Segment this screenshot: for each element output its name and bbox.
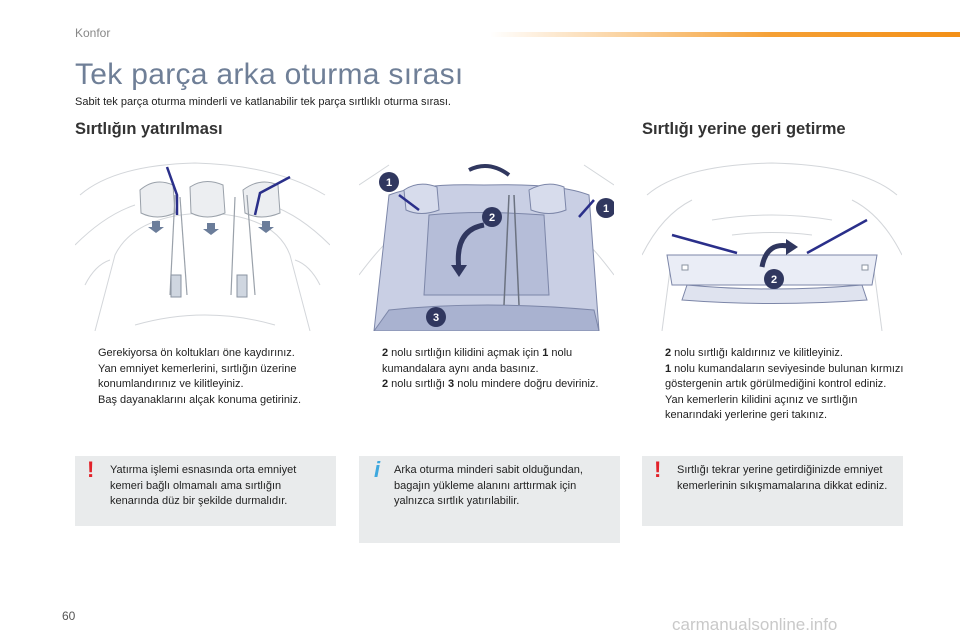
list-item: 2 nolu sırtlığı kaldırınız ve kilitleyin… [665,347,843,359]
page-number: 60 [62,609,76,623]
heading-folding: Sırtlığın yatırılması [75,120,223,138]
page-subtitle: Sabit tek parça oturma minderli ve katla… [75,96,451,108]
warning-note-col3: ! Sırtlığı tekrar yerine getirdiğinizde … [642,456,903,526]
section-label: Konfor [75,26,111,40]
header-accent-bar [490,32,960,37]
warning-text: Yatırma işlemi esnasında orta emniyet ke… [110,464,297,507]
warning-icon: ! [654,457,662,482]
callout-2: 2 [489,212,495,224]
heading-restoring: Sırtlığı yerine geri getirme [642,120,846,138]
info-text: Arka oturma minderi sabit olduğundan, ba… [394,464,583,507]
callout-1-right: 1 [603,203,609,215]
list-item: 1 nolu kumandaların seviyesinde bulunan … [665,362,904,391]
seat-diagram-3: 2 [642,155,902,331]
list-item: Yan kemerlerin kilidini açınız ve sırtlı… [665,393,858,422]
illustration-raise: 2 [642,155,902,331]
watermark: carmanualsonline.info [672,615,838,634]
list-item: 2 nolu sırtlığın kilidini açmak için 1 n… [382,347,573,375]
steps-list-col1: Gerekiyorsa ön koltukları öne kaydırınız… [75,346,337,408]
callout-1-left: 1 [386,177,392,189]
steps-list-col3: 2 nolu sırtlığı kaldırınız ve kilitleyin… [642,346,904,424]
illustration-headrests [75,155,330,331]
info-icon: i [374,457,381,482]
callout-2-fig3: 2 [771,274,777,286]
warning-icon: ! [87,457,95,482]
list-item: Gerekiyorsa ön koltukları öne kaydırınız… [98,347,295,359]
info-note-col2: i Arka oturma minderi sabit olduğundan, … [359,456,620,543]
list-item: 2 nolu sırtlığı 3 nolu mindere doğru dev… [382,378,599,390]
list-item: Baş dayanaklarını alçak konuma getiriniz… [98,393,301,406]
seat-diagram-2: 1 2 1 3 [359,155,614,331]
steps-list-col2: 2 nolu sırtlığın kilidini açmak için 1 n… [359,346,617,393]
warning-text: Sırtlığı tekrar yerine getirdiğinizde em… [677,464,888,492]
illustration-release: 1 2 1 3 [359,155,614,331]
warning-note-col1: ! Yatırma işlemi esnasında orta emniyet … [75,456,336,526]
page-title: Tek parça arka oturma sırası [75,58,464,91]
list-item: Yan emniyet kemerlerini, sırtlığın üzeri… [98,362,297,391]
seat-diagram-1 [75,155,330,331]
callout-3: 3 [433,312,439,324]
